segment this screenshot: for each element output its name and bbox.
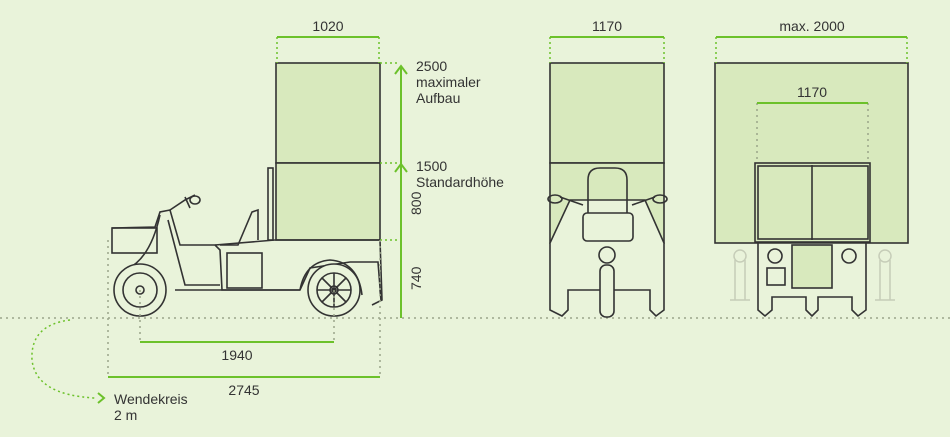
rear-hatch <box>791 244 833 289</box>
max-height-value: 2500 <box>416 58 447 74</box>
max-height-text2: Aufbau <box>416 90 460 106</box>
headlight <box>598 246 616 264</box>
bollard-left <box>730 260 750 301</box>
front-backrest <box>587 167 628 215</box>
rear-view: max. 2000 1170 <box>714 18 909 318</box>
front-carrier <box>111 227 158 254</box>
front-width-label: 1170 <box>592 18 622 34</box>
max-height-text1: maximaler <box>416 74 481 90</box>
cargo-box-lower <box>275 162 381 241</box>
box-width-label: 1020 <box>312 18 343 34</box>
rear-max-width-label: max. 2000 <box>779 18 845 34</box>
backrest-bar <box>267 167 274 241</box>
wheelbase-label: 1940 <box>221 347 252 363</box>
arrow-right-icon <box>97 392 106 404</box>
turning-value: 2 m <box>114 407 137 423</box>
bollard-right <box>875 260 895 301</box>
turning-arc <box>31 319 96 399</box>
total-length-label: 2745 <box>228 382 259 398</box>
seat <box>220 208 259 246</box>
arrow-up-icon <box>394 64 408 173</box>
side-view: 1020 2500 maximaler Aufbau 1500 Standard… <box>31 18 504 423</box>
turning-label: Wendekreis <box>114 391 188 407</box>
front-box-upper <box>549 62 665 164</box>
front-view: 1170 <box>547 18 668 318</box>
rear-inner-width-label: 1170 <box>797 84 827 100</box>
box-lower-height-label: 800 <box>408 191 424 215</box>
side-compartment <box>226 252 263 289</box>
std-height-text: Standardhöhe <box>416 174 504 190</box>
std-height-value: 1500 <box>416 158 447 174</box>
deck-height-label: 740 <box>408 266 424 290</box>
front-wheel-front <box>599 264 615 318</box>
mirror <box>189 195 201 205</box>
cargo-box-upper <box>275 62 381 164</box>
